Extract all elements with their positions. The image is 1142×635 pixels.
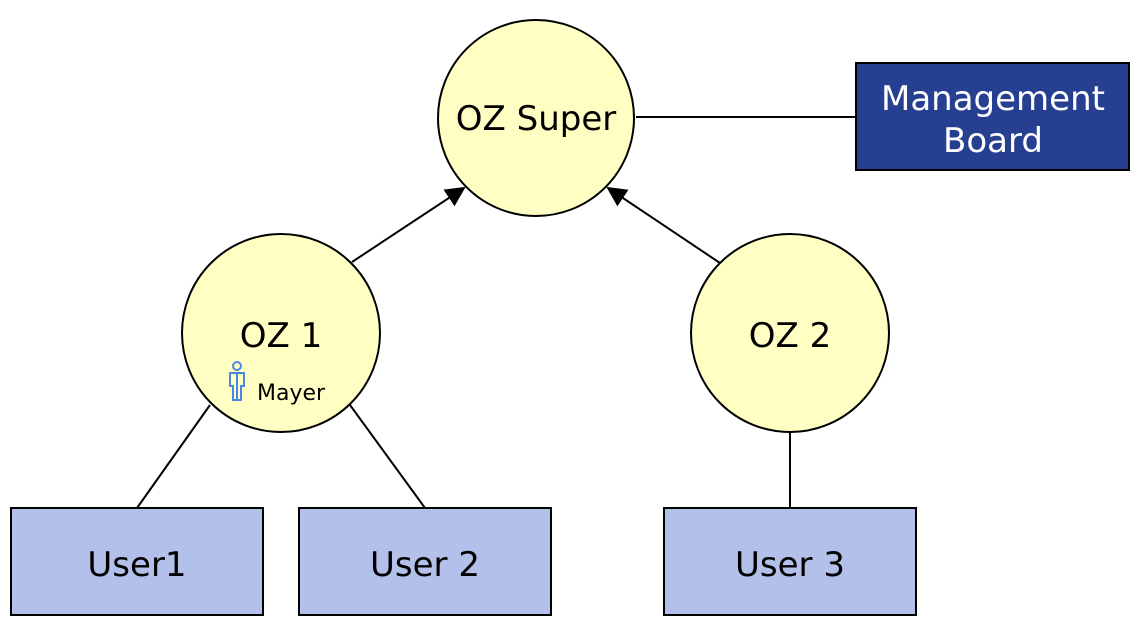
- node-user1-label: User1: [87, 545, 186, 585]
- person-icon: [229, 361, 245, 401]
- node-oz1[interactable]: OZ 1 Mayer: [181, 233, 381, 433]
- edge-oz1-to-user1: [136, 404, 211, 509]
- node-oz1-label: OZ 1: [240, 316, 323, 356]
- node-user3[interactable]: User 3: [663, 507, 917, 616]
- node-management-board[interactable]: Management Board: [855, 62, 1130, 171]
- node-oz-super[interactable]: OZ Super: [437, 19, 635, 217]
- edge-oz2-to-oz-super: [606, 186, 721, 264]
- node-oz2-label: OZ 2: [749, 316, 832, 356]
- management-board-label-line2: Board: [943, 121, 1043, 161]
- node-user2[interactable]: User 2: [298, 507, 552, 616]
- management-board-label-line1: Management: [881, 79, 1105, 119]
- node-user2-label: User 2: [370, 545, 480, 585]
- edge-oz1-to-user2: [349, 404, 426, 509]
- node-user3-label: User 3: [735, 545, 845, 585]
- node-user1[interactable]: User1: [10, 507, 264, 616]
- edge-oz1-to-oz-super: [351, 186, 466, 263]
- node-oz-super-label: OZ Super: [456, 99, 616, 139]
- node-oz2[interactable]: OZ 2: [690, 233, 890, 433]
- person-name-label: Mayer: [257, 381, 326, 406]
